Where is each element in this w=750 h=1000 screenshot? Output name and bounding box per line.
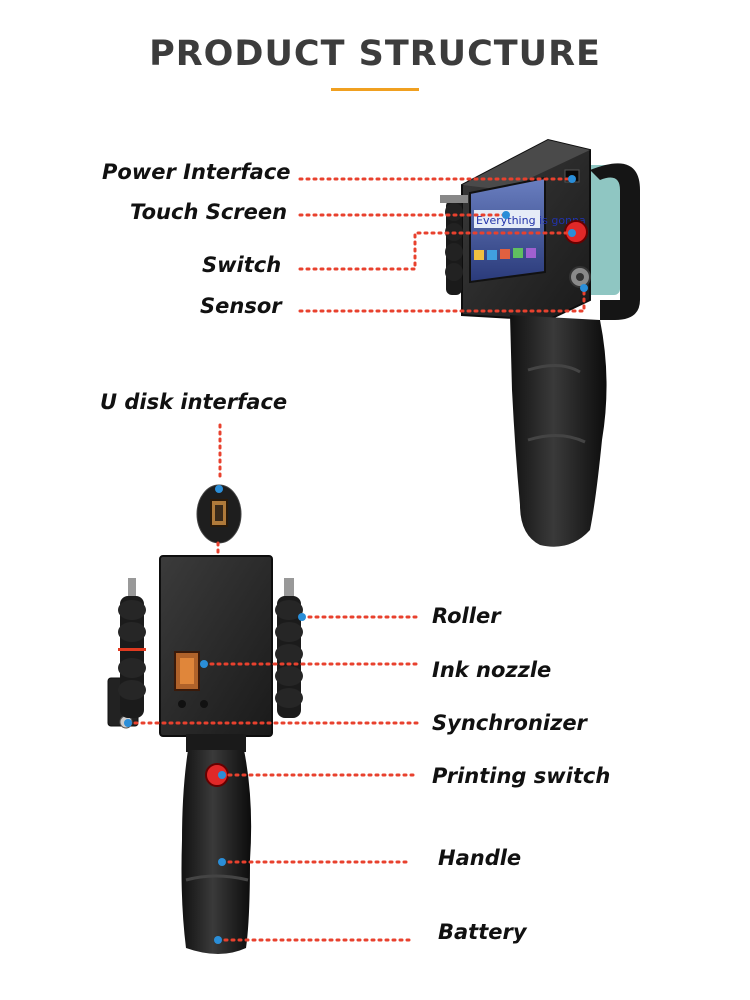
- screen-app-icons: [474, 248, 536, 260]
- top-printer-device: Everything is gonna: [440, 138, 640, 547]
- bottom-device-body: [159, 555, 273, 737]
- title-underline: [331, 88, 419, 91]
- label-battery: Battery: [438, 920, 527, 944]
- touch-screen: [469, 176, 546, 284]
- label-u-disk-interface: U disk interface: [100, 390, 288, 414]
- label-synchronizer: Synchronizer: [432, 711, 587, 735]
- bottom-roller-right: [275, 578, 303, 718]
- label-touch-screen: Touch Screen: [130, 200, 288, 224]
- label-ink-nozzle: Ink nozzle: [432, 658, 552, 682]
- rear-bracket: [590, 163, 640, 320]
- bottom-handle: [181, 750, 252, 954]
- bottom-markers: [124, 613, 306, 944]
- bottom-printer-device: [107, 555, 303, 954]
- u-disk-port-detail: [196, 423, 242, 560]
- label-sensor: Sensor: [200, 294, 282, 318]
- label-printing-switch: Printing switch: [432, 764, 611, 788]
- top-device-top-face: [462, 140, 590, 190]
- bottom-leader-lines: [126, 615, 420, 942]
- top-markers: [502, 175, 588, 292]
- label-roller: Roller: [432, 604, 501, 628]
- label-power-interface: Power Interface: [102, 160, 291, 184]
- top-leader-lines: [298, 177, 586, 313]
- bottom-roller-left: [118, 578, 146, 718]
- leader-switch: [298, 231, 572, 271]
- top-grip: [510, 315, 607, 547]
- page-title: PRODUCT STRUCTURE: [149, 34, 601, 74]
- top-roller: [440, 195, 468, 295]
- label-switch: Switch: [202, 253, 282, 277]
- label-handle: Handle: [438, 846, 522, 870]
